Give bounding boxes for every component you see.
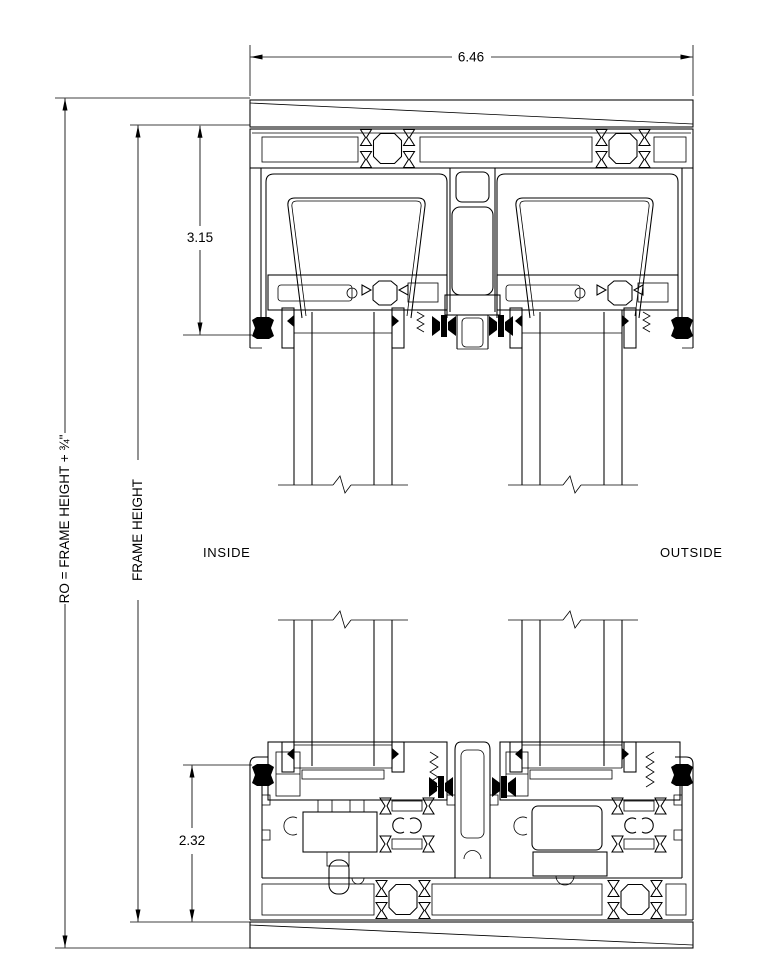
- break-line-bottom-left: [278, 610, 408, 629]
- head-weather-gaskets: [252, 315, 693, 339]
- head-section: [249, 99, 694, 350]
- sash-top-rail-left: [267, 274, 448, 349]
- sill-sash-cluster-right: [611, 797, 667, 853]
- frame-height-label: FRAME HEIGHT: [130, 479, 145, 581]
- sill-screw-boss-right: [607, 879, 663, 920]
- dimension-frame-width: 6.46: [249, 45, 694, 96]
- dimension-rough-opening: RO = FRAME HEIGHT + ¾": [55, 97, 250, 949]
- glass-unit-left: [278, 310, 408, 769]
- dimension-sill-section-height: 2.32: [179, 764, 252, 922]
- rough-opening-label: RO = FRAME HEIGHT + ¾": [57, 434, 72, 603]
- break-line-top-right: [508, 475, 638, 494]
- head-screw-boss-right: [595, 128, 651, 169]
- sill-shim-wedge: [249, 921, 694, 949]
- gasket-head-mullion-left: [432, 315, 456, 337]
- break-line-bottom-right: [508, 610, 638, 629]
- sill-screw-boss-left: [375, 879, 431, 920]
- sill-center-guide: [446, 741, 499, 878]
- dimension-frame-height: FRAME HEIGHT: [130, 124, 250, 923]
- head-section-height-value: 3.15: [187, 230, 213, 245]
- gasket-sill-left-jamb: [252, 764, 274, 786]
- sill-weather-gaskets: [252, 764, 693, 798]
- gasket-head-left-jamb: [252, 317, 274, 339]
- sill-section: [249, 741, 694, 949]
- dimension-head-section-height: 3.15: [183, 125, 252, 336]
- label-inside: INSIDE: [203, 545, 251, 560]
- gasket-sill-right-jamb: [671, 764, 693, 786]
- sill-section-height-value: 2.32: [179, 833, 205, 848]
- glass-unit-right: [508, 310, 638, 769]
- roller-assembly-right: [513, 805, 608, 886]
- head-center-mullion: [444, 168, 501, 350]
- label-outside: OUTSIDE: [660, 545, 723, 560]
- gasket-head-right-jamb: [671, 317, 693, 339]
- sash-top-rail-right: [496, 274, 679, 349]
- svg-text:OUTSIDE: OUTSIDE: [660, 545, 723, 560]
- sash-bottom-rail-right: [499, 741, 681, 801]
- frame-width-value: 6.46: [458, 50, 484, 65]
- svg-text:INSIDE: INSIDE: [203, 545, 251, 560]
- head-screw-boss-left: [359, 128, 416, 169]
- gasket-head-mullion-right: [489, 315, 513, 337]
- sash-bottom-rail-left: [267, 741, 448, 801]
- roller-assembly-left: [283, 799, 378, 895]
- sill-sash-cluster-left: [379, 797, 435, 853]
- sill-frame-extrusion: [249, 756, 694, 921]
- break-line-top-left: [278, 475, 408, 494]
- head-frame-extrusion: [249, 128, 694, 350]
- head-shim-wedge: [249, 99, 694, 128]
